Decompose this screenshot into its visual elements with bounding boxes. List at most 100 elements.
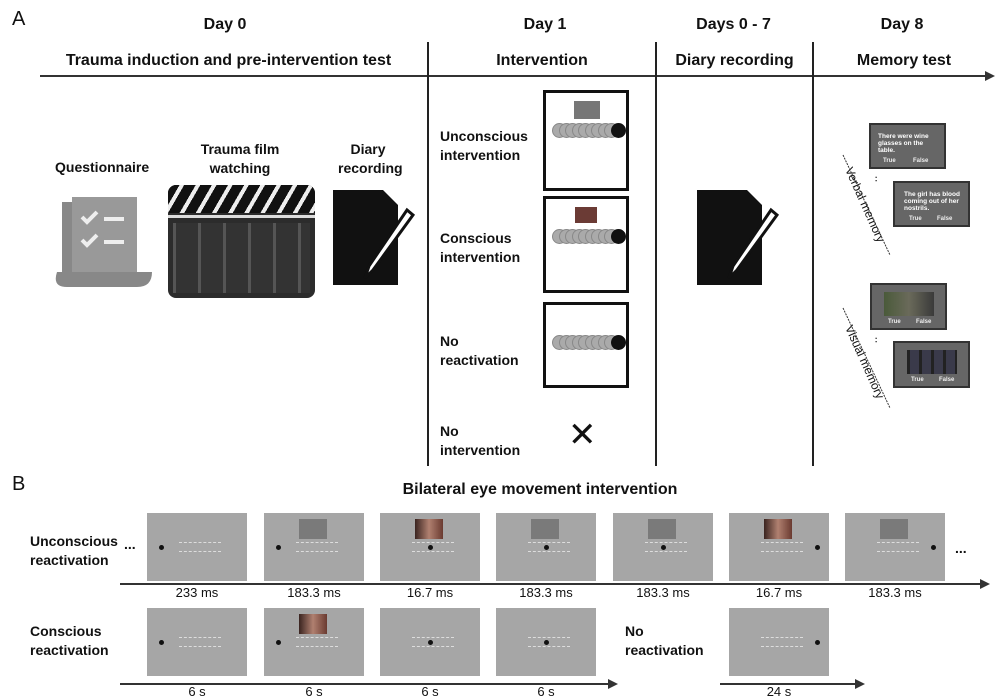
duration-label: 6 s [421, 684, 439, 697]
stimulus-screen [496, 513, 596, 581]
day-1: Day 1 [523, 16, 567, 33]
questionnaire-icon [55, 197, 152, 287]
timeline-arrowhead [980, 579, 990, 589]
no-reactivation-label: No reactivation [625, 623, 704, 658]
stimulus-screen [264, 608, 364, 676]
fixation-dot [815, 640, 820, 645]
diary-pen-icon [333, 190, 416, 285]
arrow-cue [412, 637, 454, 647]
no-reactivation-label: No reactivation [440, 333, 519, 368]
face-image [415, 519, 443, 539]
stimulus-screen [496, 608, 596, 676]
duration-label: 6 s [188, 684, 206, 697]
scrambled-image [648, 519, 676, 539]
section-memory: Memory test [856, 52, 952, 69]
day-0: Day 0 [203, 16, 247, 33]
verbal-memory-card: There were wine glasses on the table. Tr… [869, 123, 946, 169]
stimulus-screen [729, 513, 829, 581]
divider [427, 42, 429, 466]
timeline-axis [120, 683, 610, 685]
fixation-dot [276, 545, 281, 550]
days-0-7: Days 0 - 7 [696, 16, 771, 33]
section-diary: Diary recording [675, 52, 794, 69]
scrambled-image [880, 519, 908, 539]
arrow-cue [528, 637, 570, 647]
timeline-arrowhead [608, 679, 618, 689]
cross-icon: ✕ [568, 416, 597, 454]
arrow-cue [645, 542, 687, 552]
duration-label: 24 s [766, 684, 792, 697]
duration-label: 183.3 ms [287, 585, 341, 600]
fixation-dot [159, 545, 164, 550]
film-label: Trauma film watching [200, 141, 280, 176]
duration-label: 6 s [305, 684, 323, 697]
stimulus-screen [380, 513, 480, 581]
panel-label-a: A [12, 8, 26, 30]
panel-label-b: B [12, 473, 26, 495]
stimulus-screen [729, 608, 829, 676]
conscious-reactivation-label: Conscious reactivation [30, 623, 109, 658]
unconscious-intervention-screen [543, 90, 629, 191]
eye-movement-dots [552, 229, 626, 244]
timeline-axis [120, 583, 980, 585]
stimulus-screen [264, 513, 364, 581]
timeline-arrowhead [985, 71, 995, 81]
fixation-dot [544, 545, 549, 550]
arrow-cue [761, 542, 803, 552]
eye-movement-dots [552, 123, 626, 138]
divider [655, 42, 657, 466]
arrow-cue [528, 542, 570, 552]
panel-b-title: Bilateral eye movement intervention [402, 481, 678, 498]
fixation-dot [661, 545, 666, 550]
eye-movement-dots [552, 335, 626, 350]
scrambled-image [299, 519, 327, 539]
timeline-axis [40, 75, 985, 77]
face-image [299, 614, 327, 634]
no-intervention-label: No intervention [440, 423, 521, 458]
divider [812, 42, 814, 466]
stimulus-screen [380, 608, 480, 676]
arrow-cue [877, 542, 919, 552]
duration-label: 183.3 ms [519, 585, 573, 600]
scrambled-image [531, 519, 559, 539]
no-reactivation-screen [543, 302, 629, 388]
section-intervention: Intervention [496, 52, 588, 69]
stimulus-screen [147, 608, 247, 676]
conscious-intervention-label: Conscious intervention [440, 230, 521, 265]
ellipsis: ... [124, 536, 136, 552]
ellipsis: ... [955, 540, 967, 556]
stimulus-screen [147, 513, 247, 581]
trauma-film-image [168, 185, 315, 298]
arrow-cue [761, 637, 803, 647]
face-image [764, 519, 792, 539]
diary-label: Diary recording [338, 141, 403, 176]
fixation-dot [428, 545, 433, 550]
conscious-intervention-screen [543, 196, 629, 293]
duration-label: 16.7 ms [755, 585, 803, 600]
unconscious-reactivation-label: Unconscious reactivation [30, 533, 118, 568]
eye-dot [610, 335, 626, 350]
duration-label: 233 ms [175, 585, 219, 600]
timeline-arrowhead [855, 679, 865, 689]
memory-arrows [842, 154, 891, 409]
fixation-dot [428, 640, 433, 645]
duration-label: 16.7 ms [406, 585, 454, 600]
duration-label: 183.3 ms [868, 585, 922, 600]
fixation-dot [931, 545, 936, 550]
duration-label: 6 s [537, 684, 555, 697]
fixation-dot [159, 640, 164, 645]
arrow-cue [412, 542, 454, 552]
day-8: Day 8 [880, 16, 924, 33]
arrow-cue [179, 637, 221, 647]
arrow-cue [296, 542, 338, 552]
eye-dot [610, 229, 626, 244]
questionnaire-label: Questionnaire [55, 159, 150, 175]
duration-label: 183.3 ms [636, 585, 690, 600]
fixation-dot [544, 640, 549, 645]
arrow-cue [296, 637, 338, 647]
stimulus-screen [613, 513, 713, 581]
stimulus-screen [845, 513, 945, 581]
